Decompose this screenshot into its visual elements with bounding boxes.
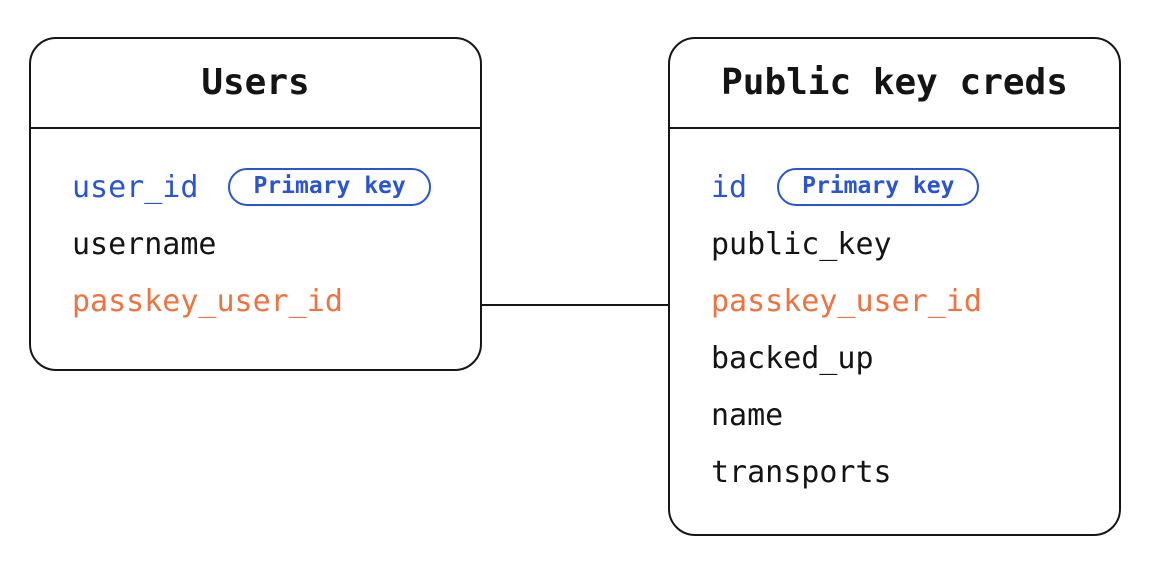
field-name: public_key (711, 226, 892, 262)
entity-body: user_id Primary key username passkey_use… (31, 129, 480, 330)
field-name: name (711, 397, 784, 433)
relationship-connector-line (480, 304, 670, 306)
primary-key-badge: Primary key (228, 168, 431, 206)
entity-header: Users (31, 39, 480, 129)
field-row-username: username (72, 216, 480, 273)
field-name: username (72, 226, 217, 262)
entity-table-users[interactable]: Users user_id Primary key username passk… (29, 37, 482, 371)
field-row-passkey-user-id: passkey_user_id (72, 273, 480, 330)
field-row-passkey-user-id: passkey_user_id (711, 273, 1119, 330)
primary-key-badge: Primary key (777, 168, 980, 206)
entity-title: Users (201, 62, 310, 104)
field-row-user-id: user_id Primary key (72, 159, 480, 216)
entity-title: Public key creds (721, 62, 1068, 104)
field-name: transports (711, 454, 892, 490)
field-name: passkey_user_id (72, 283, 343, 319)
field-name: user_id (72, 169, 199, 205)
field-name: passkey_user_id (711, 283, 982, 319)
field-row-id: id Primary key (711, 159, 1119, 216)
field-name: id (711, 169, 748, 205)
field-row-transports: transports (711, 444, 1119, 501)
field-row-public-key: public_key (711, 216, 1119, 273)
field-row-name: name (711, 387, 1119, 444)
entity-body: id Primary key public_key passkey_user_i… (670, 129, 1119, 501)
entity-header: Public key creds (670, 39, 1119, 129)
field-name: backed_up (711, 340, 874, 376)
entity-table-public-key-creds[interactable]: Public key creds id Primary key public_k… (668, 37, 1121, 536)
field-row-backed-up: backed_up (711, 330, 1119, 387)
